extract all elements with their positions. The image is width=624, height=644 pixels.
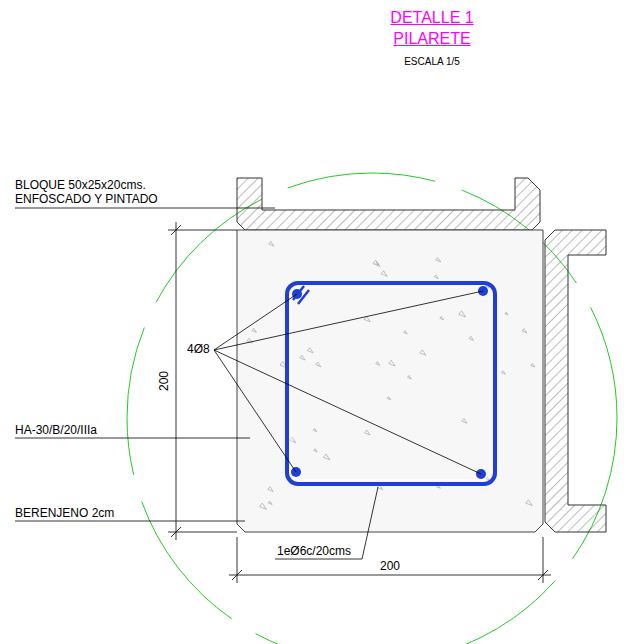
aggregate [247,241,535,509]
aggregate-mark [505,312,508,315]
aggregate-mark [408,376,412,379]
dimension-text: 200 [380,559,400,573]
aggregate-mark [316,362,321,367]
stirrup [287,283,495,484]
stirrup-inner [291,287,491,480]
aggregate-mark [526,500,532,506]
aggregate-mark [268,501,272,505]
aggregate-mark [440,316,444,319]
aggregate-mark [252,328,256,332]
aggregate-mark [404,331,408,334]
block-right [545,230,606,532]
aggregate-mark [268,487,273,492]
aggregate-mark [459,311,466,317]
dimension-text: 200 [157,371,171,391]
aggregate-mark [387,397,390,400]
aggregate-mark [323,454,329,460]
aggregate-mark [434,275,438,279]
aggregate-mark [314,449,318,452]
detail-circle [127,173,617,644]
block-top [237,178,540,230]
aggregate-mark [269,241,274,246]
aggregate-mark [260,503,267,509]
stirrup-label: 1eØ6c/20cms [277,544,351,558]
aggregate-mark [389,360,395,366]
aggregate-mark [531,363,535,367]
rebar-label: 4Ø8 [187,342,210,356]
aggregate-mark [307,348,313,353]
detail-title: DETALLE 1 PILARETE [384,7,480,49]
aggregate-mark [469,336,473,340]
aggregate-mark [420,350,426,355]
aggregate-mark [313,428,317,431]
aggregate-mark [522,329,527,333]
leader-lines [15,208,483,559]
aggregate-mark [381,271,387,277]
aggregate-mark [300,355,305,360]
scale-note: ESCALA 1/5 [404,56,460,68]
aggregate-mark [365,430,371,435]
aggregate-mark [436,257,441,261]
chamfer-label: BERENJENO 2cm [15,506,114,520]
aggregate-mark [501,371,505,375]
block-label: BLOQUE 50x25x20cms. ENFOSCADO Y PINTADO [15,178,185,206]
rebars [291,286,488,479]
aggregate-mark [376,362,380,366]
aggregate-mark [462,419,467,424]
dimension-lines [168,222,551,583]
concrete-section [237,230,543,532]
aggregate-mark [373,260,380,266]
concrete-label: HA-30/B/20/IIIa [15,423,97,437]
